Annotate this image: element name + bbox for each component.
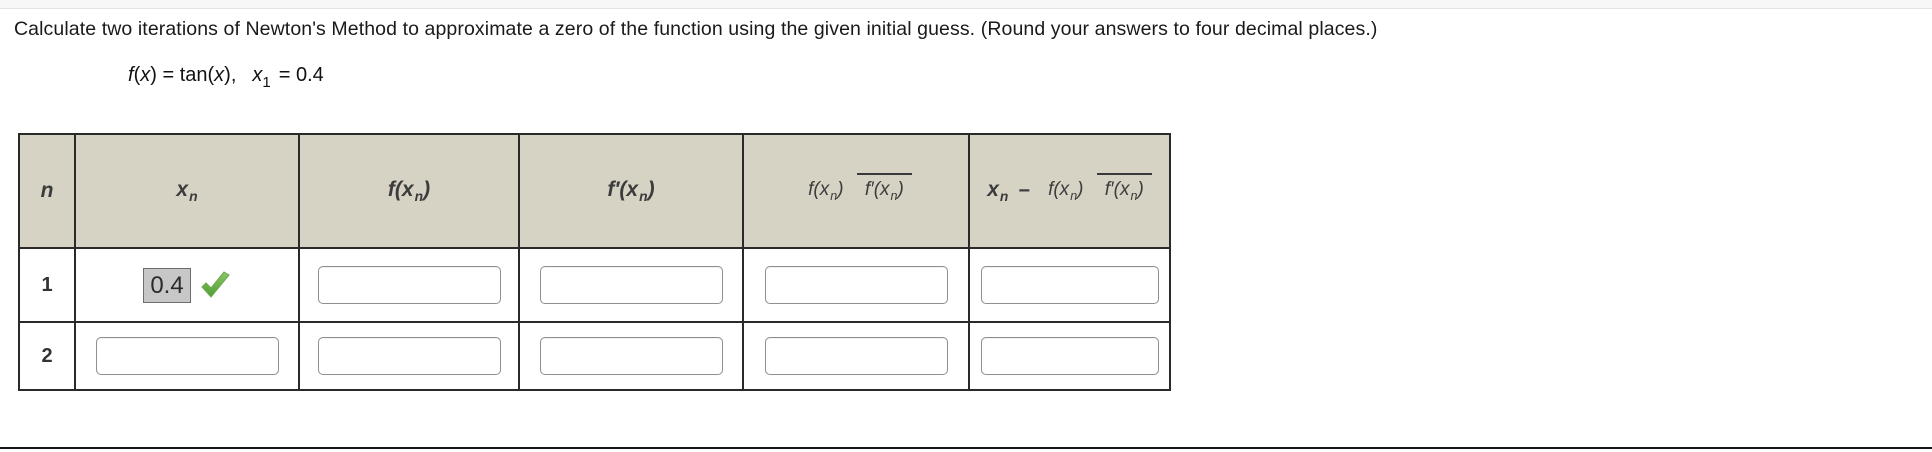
formula-x1-var: x	[252, 64, 263, 86]
cell-fprime-row2	[518, 321, 744, 391]
bottom-divider-rule	[0, 447, 1932, 449]
table-row-2: 2	[18, 321, 1171, 391]
cell-fxn-row2	[298, 321, 520, 391]
row-label-1: 1	[18, 247, 76, 323]
next-x-fraction: f(xn) f′(xn)	[1040, 172, 1152, 204]
ratio-input-row2[interactable]	[764, 337, 948, 375]
next-x-input-row1[interactable]	[980, 266, 1159, 304]
formula-close-comma: ),	[224, 64, 237, 86]
formula-x: x	[140, 64, 151, 86]
xn-input-row2[interactable]	[95, 337, 279, 375]
formula-initial-guess: = 0.4	[278, 64, 324, 86]
fxn-input-row2[interactable]	[317, 337, 501, 375]
cell-next-x-row2	[968, 321, 1171, 391]
formula-f: f	[128, 64, 134, 86]
function-formula: f(x) = tan(x),x1= 0.4	[128, 64, 324, 90]
cell-ratio-row2	[742, 321, 970, 391]
next-x-input-row2[interactable]	[980, 337, 1159, 375]
cell-fxn-row1	[298, 247, 520, 323]
col-header-xn: xn	[74, 133, 300, 249]
fraction-numerator: f(xn)	[1048, 178, 1084, 204]
cell-xn-row2	[74, 321, 300, 391]
fraction-denominator: f′(xn)	[1096, 172, 1152, 203]
col-header-n: n	[18, 133, 76, 249]
fprime-xn-input-row1[interactable]	[539, 266, 723, 304]
newton-iterations-table: n xn f(xn) f′(xn) f(xn) f′(xn) xn − f(xn…	[18, 133, 1171, 391]
correct-check-icon	[201, 271, 230, 298]
row-label-2: 2	[18, 321, 76, 391]
col-header-fxn: f(xn)	[298, 133, 520, 249]
col-header-ratio: f(xn) f′(xn)	[742, 133, 970, 249]
question-text: Calculate two iterations of Newton's Met…	[14, 18, 1378, 40]
formula-equals-tan: ) = tan(	[150, 64, 215, 86]
col-header-fprime-xn: f′(xn)	[518, 133, 744, 249]
top-divider-strip	[0, 0, 1932, 9]
minus-sign: −	[1018, 179, 1031, 202]
next-x-term: xn	[987, 177, 1009, 205]
cell-ratio-row1	[742, 247, 970, 323]
formula-x2: x	[214, 64, 225, 86]
fraction-denominator: f′(xn)	[856, 173, 912, 203]
cell-next-x-row1	[968, 247, 1171, 323]
table-row-1: 1 0.4	[18, 247, 1171, 323]
ratio-fraction: f(xn) f′(xn)	[800, 173, 912, 204]
formula-open-paren: (	[133, 64, 141, 86]
cell-xn-row1: 0.4	[74, 247, 300, 323]
col-header-next-x: xn − f(xn) f′(xn)	[968, 133, 1171, 249]
xn-answered-input: 0.4	[143, 267, 191, 303]
fxn-input-row1[interactable]	[317, 266, 501, 304]
table-header-row: n xn f(xn) f′(xn) f(xn) f′(xn) xn − f(xn…	[18, 133, 1171, 249]
fraction-numerator: f(xn)	[808, 179, 844, 204]
fprime-xn-input-row2[interactable]	[539, 337, 723, 375]
cell-fprime-row1	[518, 247, 744, 323]
formula-x1-subscript: 1	[262, 74, 271, 91]
ratio-input-row1[interactable]	[764, 266, 948, 304]
